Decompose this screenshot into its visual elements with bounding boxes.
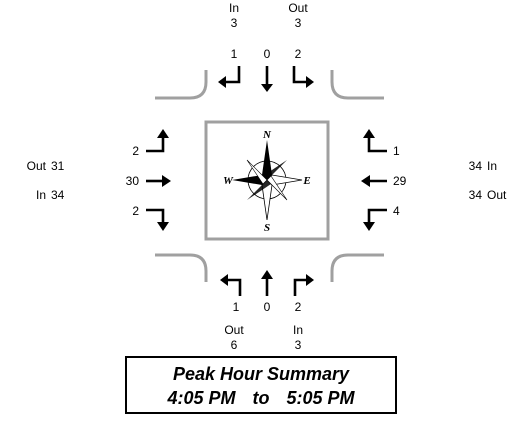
east-in-value: 34	[469, 159, 483, 173]
west-in-value: 34	[51, 188, 65, 202]
summary-end-time: 5:05 PM	[286, 388, 355, 408]
west-right-turn-count: 2	[132, 204, 139, 218]
intersection-center-box	[204, 120, 330, 241]
south-left-turn-count: 1	[233, 300, 240, 314]
east-out-label: Out	[487, 188, 507, 202]
summary-to-label: to	[252, 388, 270, 408]
north-in-label: In	[229, 1, 239, 15]
west-in-label: In	[36, 188, 46, 202]
west-right-turn-arrow-icon	[146, 208, 169, 231]
north-through-count: 0	[264, 47, 271, 61]
summary-title: Peak Hour Summary	[172, 364, 350, 384]
south-in-value: 3	[295, 338, 302, 352]
north-through-arrow-icon	[261, 66, 273, 92]
peak-hour-summary-box: Peak Hour Summary 4:05 PM to 5:05 PM	[125, 356, 397, 414]
summary-time-range: 4:05 PM to 5:05 PM	[127, 386, 395, 410]
south-through-count: 0	[264, 300, 271, 314]
south-through-arrow-icon	[261, 270, 273, 296]
south-out-value: 6	[231, 338, 238, 352]
compass-n-label: N	[262, 129, 272, 141]
east-out-value: 34	[469, 188, 483, 202]
east-through-count: 29	[393, 174, 407, 188]
south-right-turn-arrow-icon	[293, 274, 314, 296]
compass-rose-icon: N S E W	[223, 129, 311, 234]
south-out-label: Out	[224, 323, 244, 337]
road-corner-se	[330, 253, 384, 282]
west-out-value: 31	[51, 159, 65, 173]
north-left-turn-arrow-icon	[292, 66, 314, 88]
west-out-label: Out	[27, 159, 47, 173]
road-corner-sw	[155, 253, 208, 282]
road-corner-ne	[330, 70, 384, 100]
summary-start-time: 4:05 PM	[167, 388, 236, 408]
west-through-count: 30	[126, 174, 140, 188]
compass-e-label: E	[302, 175, 310, 187]
north-right-turn-count: 1	[231, 47, 238, 61]
north-out-label: Out	[288, 1, 308, 15]
south-in-label: In	[293, 323, 303, 337]
road-outline	[155, 70, 384, 282]
east-left-turn-arrow-icon	[363, 208, 387, 231]
compass-s-label: S	[264, 222, 270, 234]
east-in-label: In	[487, 159, 497, 173]
road-corner-nw	[155, 70, 208, 100]
east-right-turn-count: 1	[393, 144, 400, 158]
west-left-turn-arrow-icon	[146, 129, 169, 153]
north-in-value: 3	[231, 16, 238, 30]
west-through-arrow-icon	[146, 175, 171, 187]
east-right-turn-arrow-icon	[363, 129, 387, 153]
west-left-turn-count: 2	[132, 144, 139, 158]
south-right-turn-count: 2	[295, 300, 302, 314]
south-left-turn-arrow-icon	[220, 274, 242, 296]
north-out-value: 3	[295, 16, 302, 30]
compass-w-label: W	[223, 175, 234, 187]
north-right-turn-arrow-icon	[218, 66, 241, 88]
north-left-turn-count: 2	[295, 47, 302, 61]
east-through-arrow-icon	[361, 175, 387, 187]
east-left-turn-count: 4	[393, 204, 400, 218]
